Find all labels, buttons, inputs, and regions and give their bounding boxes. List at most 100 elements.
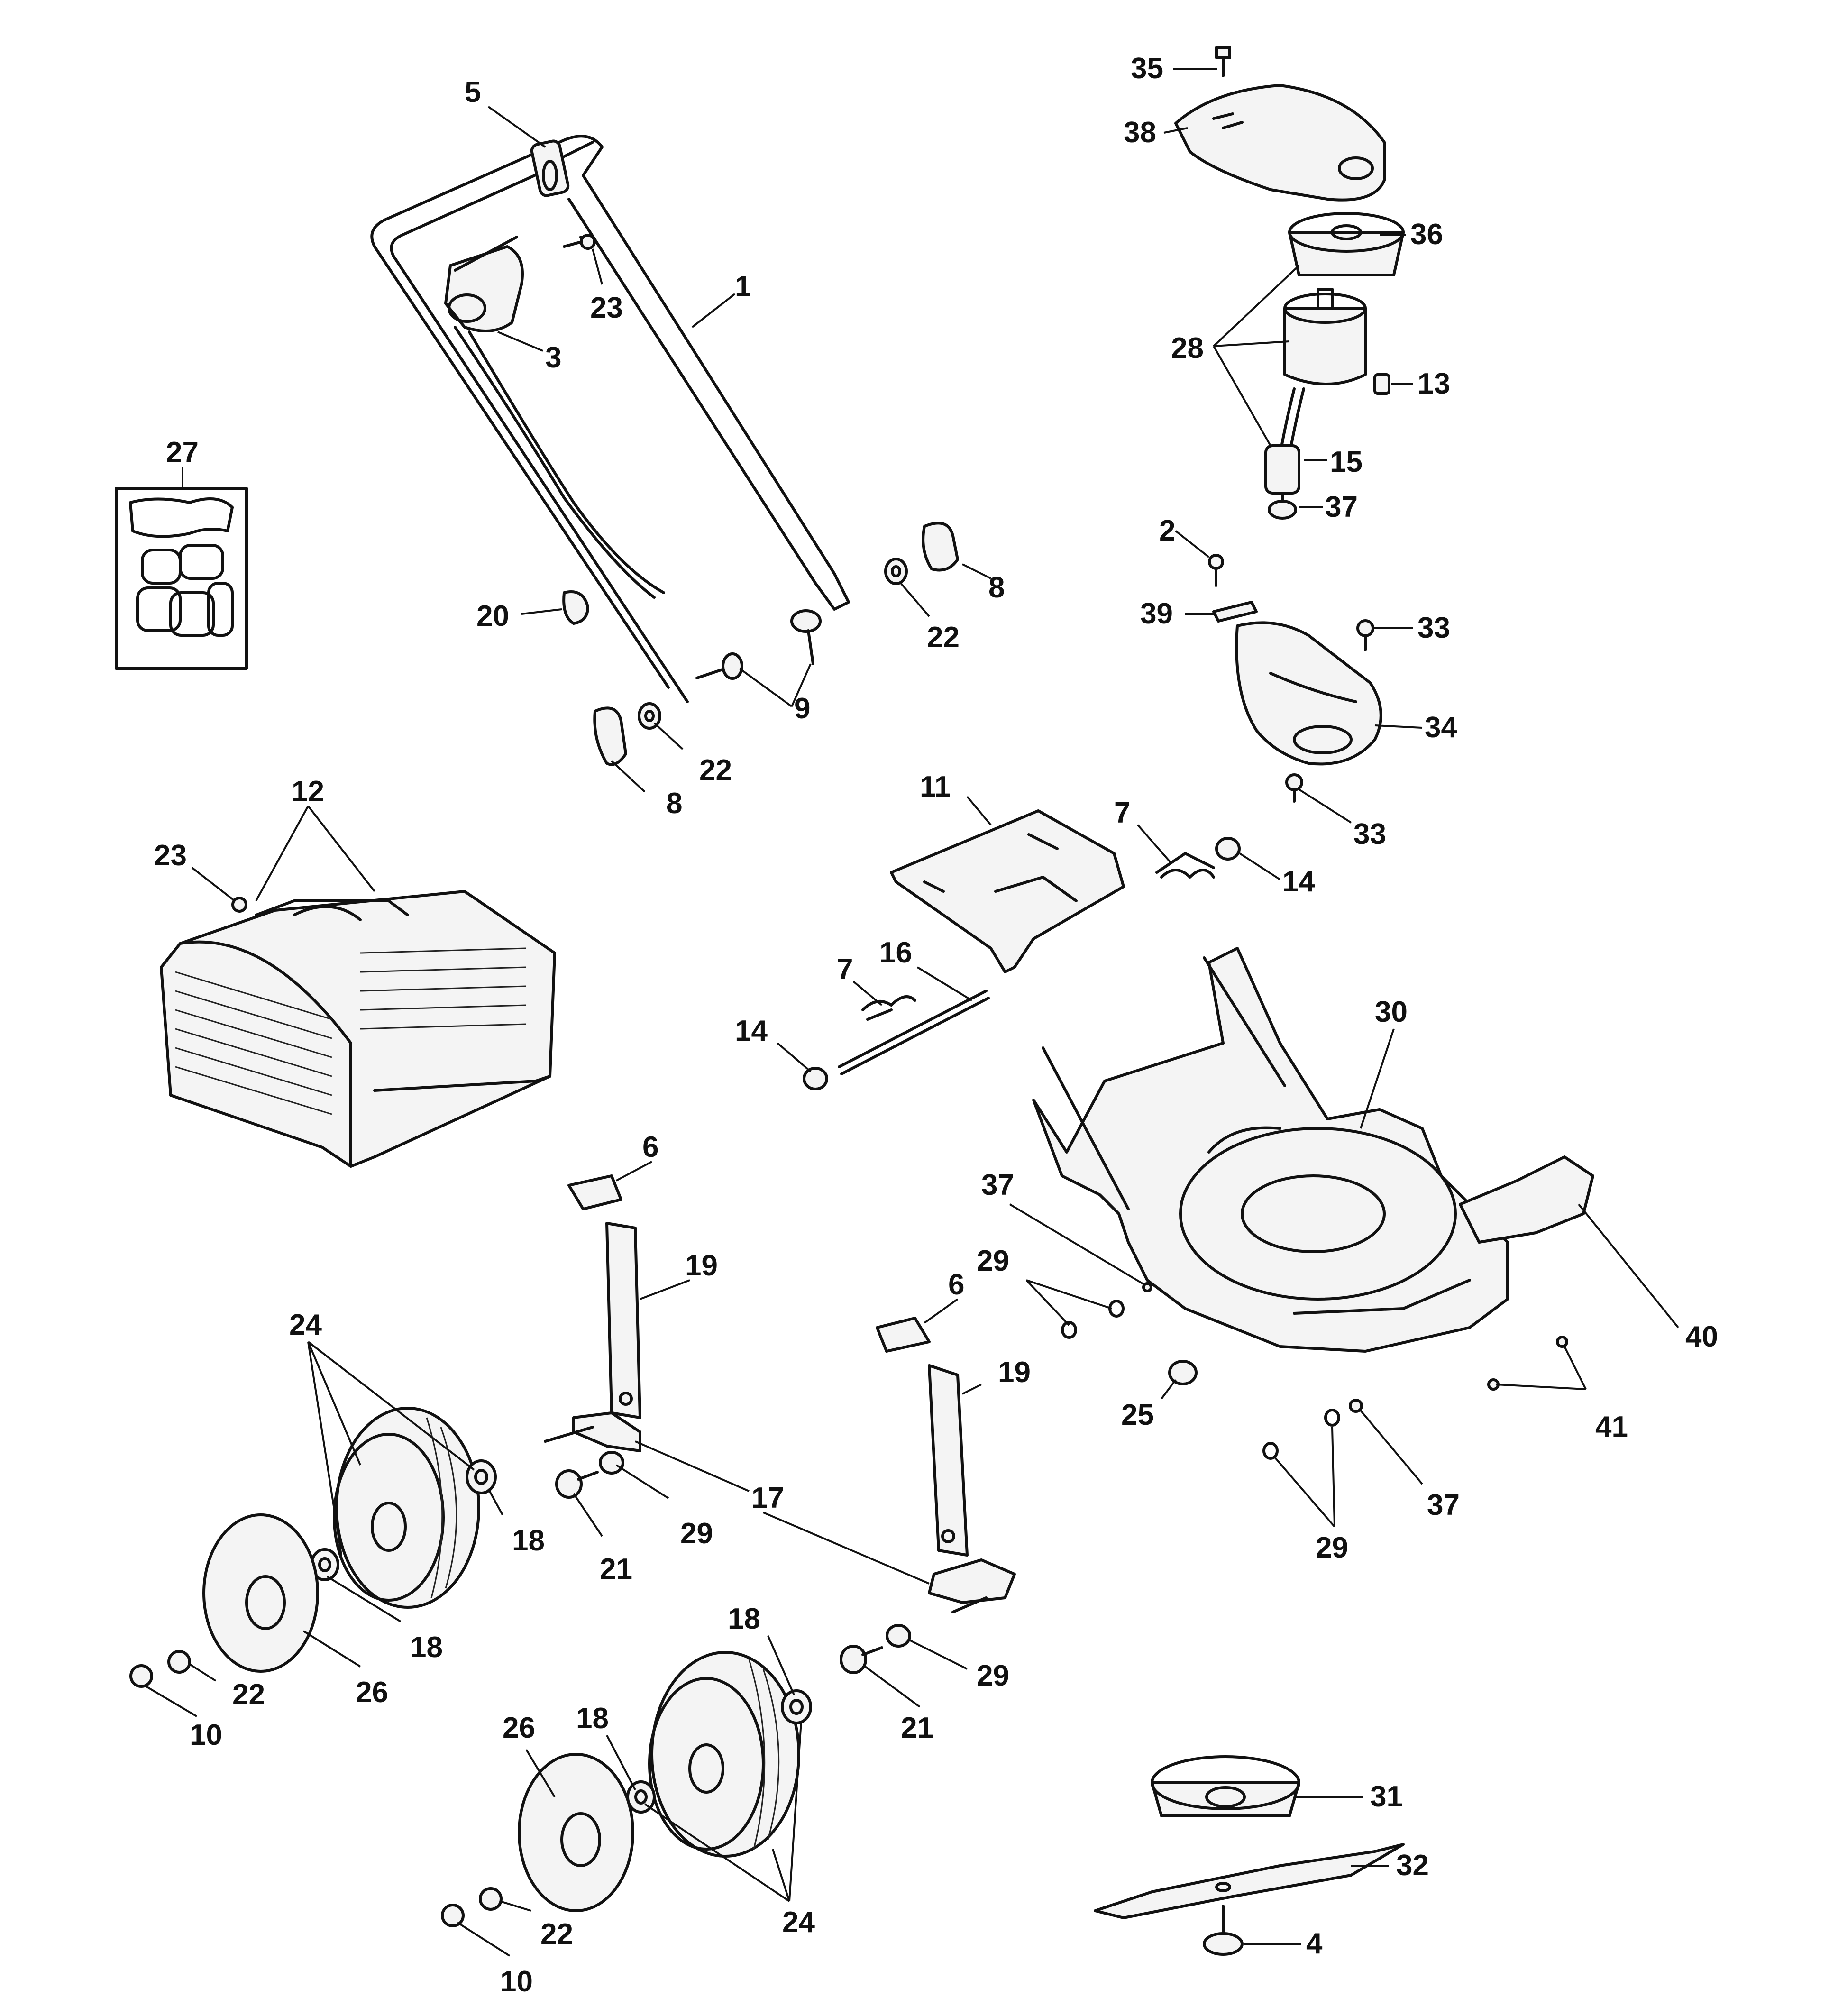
callout-18-lower-left: 18	[576, 1702, 609, 1735]
bolt-21-right	[840, 1645, 883, 1674]
screw-33-upper	[1356, 619, 1374, 651]
callout-22-lower-wheel: 22	[540, 1918, 573, 1951]
grass-catcher-box	[160, 890, 556, 1168]
knob-8-upper	[922, 522, 959, 572]
mower-deck	[1032, 947, 1509, 1353]
screw-23-box	[231, 897, 247, 913]
callout-37-top: 37	[1325, 491, 1358, 523]
callout-23-box: 23	[154, 839, 187, 872]
callout-14-upper: 14	[1282, 865, 1315, 898]
cable-clip-20	[562, 590, 589, 625]
motor-housing	[1235, 621, 1382, 766]
screw-33-lower	[1285, 773, 1303, 803]
screw-2	[1208, 554, 1224, 587]
callout-21-left: 21	[600, 1553, 632, 1585]
callout-33-upper: 33	[1417, 612, 1450, 644]
callout-8-upper: 8	[988, 571, 1005, 604]
callout-9: 9	[794, 692, 810, 725]
callout-31: 31	[1370, 1780, 1403, 1813]
nut-37-top	[1268, 500, 1297, 520]
washer-22-lower	[638, 702, 661, 730]
bearing-18-lower-right	[781, 1689, 812, 1724]
washer-22-upper	[884, 558, 908, 585]
callout-37-deck-lower: 37	[1427, 1489, 1460, 1521]
axle-right	[928, 1558, 1016, 1613]
wheel-cap-6-right	[876, 1317, 931, 1353]
callout-34: 34	[1425, 711, 1457, 744]
callout-23-top: 23	[590, 292, 623, 324]
torsion-spring-7-lower	[861, 995, 916, 1021]
capacitor	[1264, 444, 1300, 504]
hinge-rod	[838, 990, 990, 1075]
callout-22-upper-wheel: 22	[232, 1678, 265, 1711]
callout-17: 17	[751, 1482, 784, 1514]
hubcap-26-upper	[202, 1513, 319, 1673]
callout-5: 5	[465, 76, 481, 109]
cable-clamp-39	[1212, 601, 1258, 623]
callout-26-upper: 26	[356, 1676, 388, 1709]
electric-motor	[1279, 288, 1367, 457]
callout-25: 25	[1121, 1399, 1154, 1431]
washer-22-upper-wheel	[167, 1650, 191, 1674]
bearing-18-upper-right	[466, 1459, 497, 1494]
bolt-9-upper	[790, 609, 822, 665]
rear-wheel-upper	[333, 1407, 480, 1609]
callout-22-lower: 22	[699, 754, 732, 787]
knob-8-lower	[593, 706, 627, 766]
callout-24-upper: 24	[289, 1309, 322, 1341]
rear-flap	[890, 809, 1125, 973]
wheel-cap-6-left	[567, 1174, 622, 1210]
callout-41: 41	[1595, 1411, 1628, 1443]
callout-37-deck-upper: 37	[981, 1169, 1014, 1201]
callout-16: 16	[879, 936, 912, 969]
washer-22-lower-wheel	[479, 1887, 503, 1911]
washer-29-left	[599, 1451, 624, 1475]
callout-29-left: 29	[680, 1517, 713, 1550]
callout-19-left: 19	[685, 1249, 718, 1282]
motor-cover	[1174, 84, 1386, 202]
callout-26-lower: 26	[503, 1712, 535, 1744]
nut-10-lower	[441, 1904, 465, 1927]
callout-14-lower: 14	[735, 1015, 768, 1047]
callout-7-lower: 7	[837, 953, 853, 986]
callout-2: 2	[1159, 514, 1175, 547]
callout-22-upper: 22	[927, 621, 960, 654]
callout-33-lower: 33	[1353, 818, 1386, 851]
callout-12: 12	[292, 775, 324, 808]
deck-nut-37-lower	[1349, 1399, 1363, 1413]
washer-29-right	[886, 1624, 911, 1648]
bolt-21-left	[555, 1469, 599, 1499]
callout-3: 3	[545, 341, 561, 374]
deck-washers-29-upper	[1061, 1300, 1125, 1339]
callout-6-left: 6	[642, 1131, 658, 1164]
callout-18-lower-right: 18	[728, 1603, 760, 1635]
screw-23-top	[563, 234, 596, 250]
nut-14-upper	[1215, 837, 1241, 861]
callout-11: 11	[920, 770, 951, 803]
callout-29-deck-lower: 29	[1316, 1531, 1348, 1564]
callout-4: 4	[1306, 1927, 1323, 1960]
callout-19-right: 19	[998, 1356, 1031, 1389]
callout-10-upper: 10	[190, 1719, 222, 1751]
callout-8-lower: 8	[666, 787, 682, 820]
torsion-spring-7-upper	[1155, 852, 1215, 879]
callout-40: 40	[1685, 1320, 1718, 1353]
nut-25	[1168, 1360, 1198, 1385]
callout-7-upper: 7	[1114, 797, 1130, 829]
nut-14-lower	[803, 1067, 828, 1090]
nut-10-upper	[129, 1664, 153, 1688]
rear-wheel-lower	[648, 1651, 800, 1858]
callout-29-deck-upper: 29	[977, 1245, 1009, 1277]
callout-15: 15	[1330, 446, 1363, 478]
handle-bar	[370, 135, 850, 703]
label-sheet	[115, 487, 248, 670]
callout-39: 39	[1140, 597, 1173, 630]
shaft-key-13	[1373, 373, 1390, 395]
callout-labels: 35 5 38 36 23 1 3 28 13 27 15 37 2 8 20 …	[154, 52, 1718, 1998]
deck-washers-29-lower	[1262, 1409, 1340, 1460]
callout-38: 38	[1124, 116, 1156, 149]
callout-29-right: 29	[977, 1659, 1009, 1692]
callout-6-right: 6	[948, 1268, 964, 1301]
screws-41	[1487, 1336, 1568, 1391]
